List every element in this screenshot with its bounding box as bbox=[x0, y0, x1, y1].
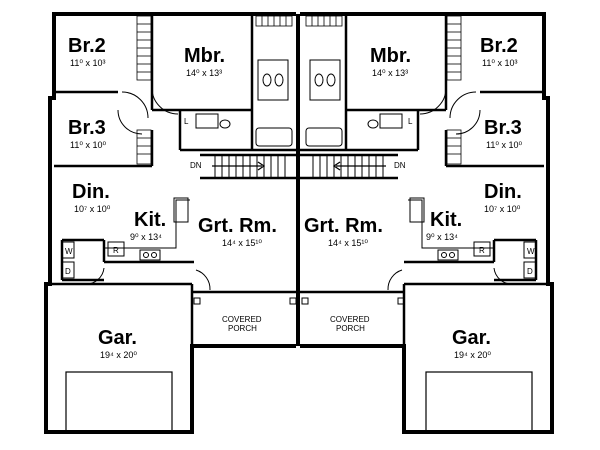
left-br3-name: Br.3 bbox=[68, 117, 106, 139]
left-mbr-dim: 14⁰ x 13³ bbox=[186, 68, 222, 78]
left-stairs-dn: DN bbox=[190, 161, 202, 170]
right-washer-label: W bbox=[527, 247, 535, 256]
left-din-dim: 10⁷ x 10⁰ bbox=[74, 204, 111, 214]
porch-posts bbox=[193, 297, 405, 305]
right-mbr-name: Mbr. bbox=[370, 45, 411, 67]
right-br3-name: Br.3 bbox=[484, 117, 522, 139]
right-gar-name: Gar. bbox=[452, 327, 491, 349]
left-kit-dim: 9⁰ x 13⁴ bbox=[130, 232, 162, 242]
right-porch-line2: PORCH bbox=[336, 324, 365, 333]
right-fridge-label: R bbox=[479, 246, 485, 255]
right-br2-name: Br.2 bbox=[480, 35, 518, 57]
left-din-name: Din. bbox=[72, 181, 110, 203]
door-swings bbox=[85, 87, 513, 291]
left-porch-line1: COVERED bbox=[222, 315, 262, 324]
right-gar-dim: 19⁴ x 20⁰ bbox=[454, 350, 491, 360]
left-washer-label: W bbox=[65, 247, 73, 256]
left-gar-dim: 19⁴ x 20⁰ bbox=[100, 350, 137, 360]
left-laundry-label: L bbox=[184, 117, 189, 126]
left-gar-name: Gar. bbox=[98, 327, 137, 349]
right-kit-name: Kit. bbox=[430, 209, 462, 231]
right-stairs-dn: DN bbox=[394, 161, 406, 170]
left-fridge-label: R bbox=[113, 246, 119, 255]
left-mbr-name: Mbr. bbox=[184, 45, 225, 67]
right-din-name: Din. bbox=[484, 181, 522, 203]
right-dryer-label: D bbox=[527, 267, 533, 276]
exterior-walls bbox=[44, 12, 554, 434]
right-br3-dim: 11⁰ x 10⁰ bbox=[486, 140, 522, 150]
right-kit-dim: 9⁰ x 13⁴ bbox=[426, 232, 458, 242]
right-grt-dim: 14⁴ x 15¹⁰ bbox=[328, 238, 368, 248]
left-br2-dim: 11⁰ x 10³ bbox=[70, 58, 105, 68]
right-mbr-dim: 14⁰ x 13³ bbox=[372, 68, 408, 78]
garage-doors bbox=[65, 371, 533, 433]
left-br2-name: Br.2 bbox=[68, 35, 106, 57]
right-laundry-label: L bbox=[408, 117, 413, 126]
left-grt-name: Grt. Rm. bbox=[198, 215, 277, 237]
right-porch-line1: COVERED bbox=[330, 315, 370, 324]
kitchen-fixtures bbox=[104, 197, 494, 261]
left-br3-dim: 11⁰ x 10⁰ bbox=[70, 140, 106, 150]
left-porch-line2: PORCH bbox=[228, 324, 257, 333]
right-grt-name: Grt. Rm. bbox=[304, 215, 383, 237]
closet-hatching bbox=[136, 15, 462, 165]
right-stairs bbox=[312, 155, 386, 178]
left-grt-dim: 14⁴ x 15¹⁰ bbox=[222, 238, 262, 248]
left-stairs bbox=[212, 155, 286, 178]
right-din-dim: 10⁷ x 10⁰ bbox=[484, 204, 521, 214]
left-kit-name: Kit. bbox=[134, 209, 166, 231]
right-br2-dim: 11⁰ x 10³ bbox=[482, 58, 517, 68]
laundry-fixtures bbox=[61, 241, 537, 279]
left-dryer-label: D bbox=[65, 267, 71, 276]
right-interior-walls bbox=[300, 14, 552, 348]
left-interior-walls bbox=[46, 14, 296, 348]
bath-fixtures bbox=[195, 59, 403, 147]
